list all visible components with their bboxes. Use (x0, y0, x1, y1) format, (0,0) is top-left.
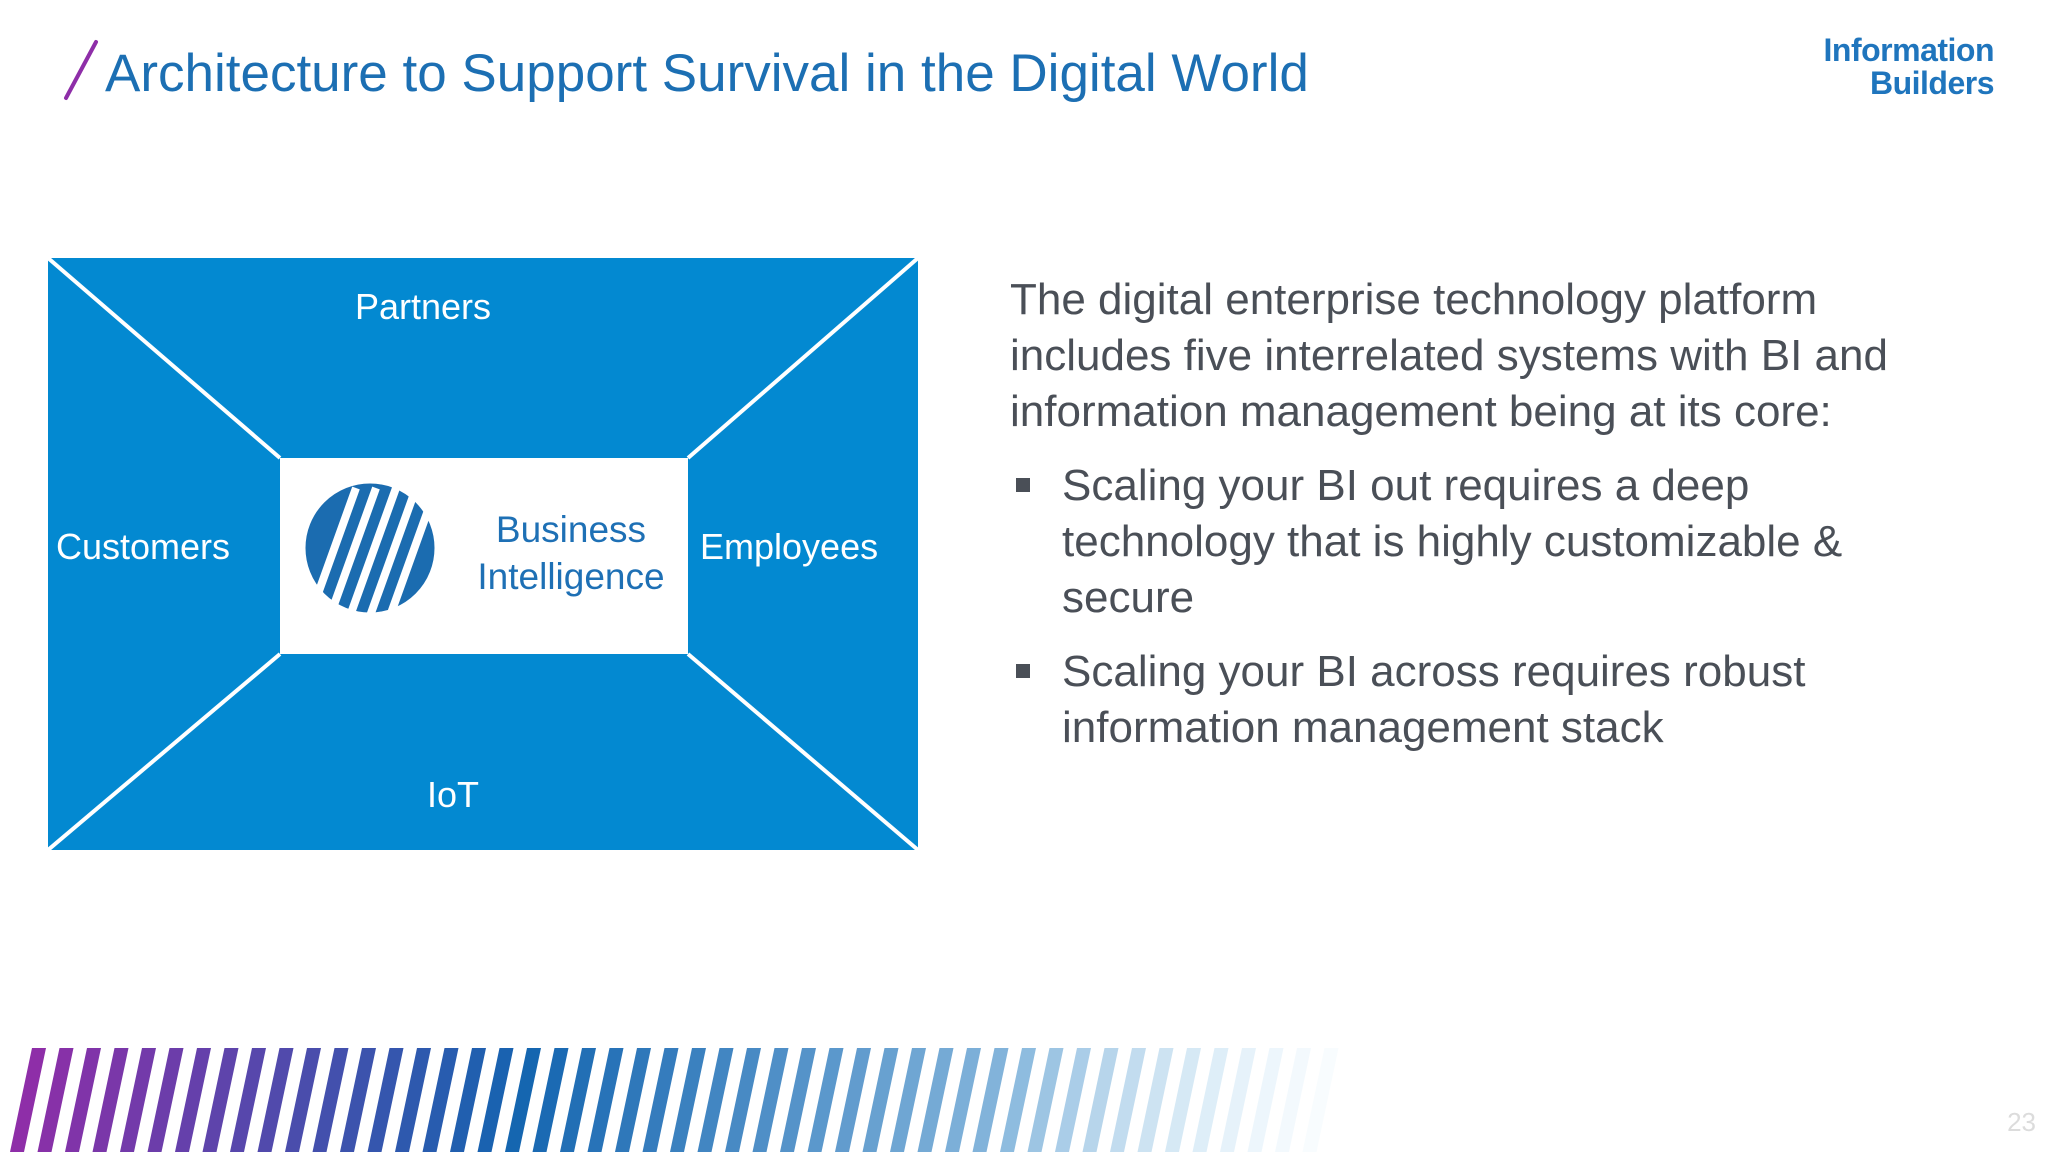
stripe (230, 1048, 266, 1152)
segment-label-employees: Employees (700, 526, 879, 567)
stripe (367, 1048, 404, 1152)
stripe (477, 1048, 514, 1152)
stripe (257, 1048, 294, 1152)
stripe (1055, 1048, 1091, 1152)
title-slash-icon (64, 40, 98, 100)
stripe (752, 1048, 789, 1152)
stripe (10, 1048, 46, 1152)
center-label-line-1: Business (495, 509, 647, 550)
bullet-list: Scaling your BI out requires a deep tech… (1010, 458, 1950, 756)
bullet-text: Scaling your BI across requires robust i… (1062, 647, 1806, 752)
stripe (120, 1048, 156, 1152)
stripe (972, 1048, 1009, 1152)
stripe (1027, 1048, 1064, 1152)
stripe (1110, 1048, 1146, 1152)
diagram-diagonal-bottom-left (48, 652, 282, 850)
stripe (505, 1048, 541, 1152)
stripe (1192, 1048, 1229, 1152)
stripe (1275, 1048, 1311, 1152)
logo-line-1: Information (1823, 32, 1995, 68)
stripe (450, 1048, 486, 1152)
stripe (1082, 1048, 1119, 1152)
stripe (1137, 1048, 1174, 1152)
stripe (780, 1048, 816, 1152)
stripe (202, 1048, 239, 1152)
stripe (697, 1048, 734, 1152)
stripe (1220, 1048, 1256, 1152)
diagram-graphic (48, 258, 918, 850)
stripe (642, 1048, 679, 1152)
slide-title: Architecture to Support Survival in the … (105, 44, 1309, 103)
diagram-diagonal-top-right (686, 258, 918, 460)
center-label: Business Intelligence (446, 506, 696, 600)
stripe (725, 1048, 761, 1152)
stripe (1000, 1048, 1036, 1152)
decorative-stripes (10, 1048, 1339, 1152)
square-bullet-icon (1016, 478, 1030, 492)
logo-line-2: Builders (1869, 65, 1995, 101)
segment-label-partners: Partners (354, 286, 492, 327)
stripe (285, 1048, 321, 1152)
stripe (175, 1048, 211, 1152)
stripe (835, 1048, 871, 1152)
stripe (807, 1048, 844, 1152)
information-builders-logo: Information Builders (1823, 32, 1995, 101)
diagram-diagonal-bottom-right (686, 652, 918, 850)
page-number: 23 (2007, 1107, 2036, 1137)
stripe (147, 1048, 184, 1152)
stripe (670, 1048, 706, 1152)
segment-label-iot: IoT (426, 774, 479, 815)
architecture-diagram: Partners Customers Employees IoT Busines… (48, 258, 918, 850)
bullet-item: Scaling your BI out requires a deep tech… (1010, 458, 1950, 626)
stripe (422, 1048, 459, 1152)
square-bullet-icon (1016, 664, 1030, 678)
stripe (917, 1048, 954, 1152)
stripe (532, 1048, 569, 1152)
stripe (560, 1048, 596, 1152)
striped-circle-icon (302, 480, 438, 616)
stripe (395, 1048, 431, 1152)
stripe (340, 1048, 376, 1152)
stripe (92, 1048, 129, 1152)
content-text: The digital enterprise technology platfo… (1010, 272, 1950, 774)
stripe (65, 1048, 101, 1152)
stripe (1165, 1048, 1201, 1152)
bullet-item: Scaling your BI across requires robust i… (1010, 644, 1950, 756)
center-label-line-2: Intelligence (477, 556, 665, 597)
diagram-diagonal-top-left (48, 258, 282, 460)
intro-paragraph: The digital enterprise technology platfo… (1010, 275, 1888, 436)
bullet-text: Scaling your BI out requires a deep tech… (1062, 461, 1843, 622)
stripe (1302, 1048, 1339, 1152)
stripe (587, 1048, 624, 1152)
stripe (615, 1048, 651, 1152)
stripe (945, 1048, 981, 1152)
stripe (37, 1048, 74, 1152)
stripe (312, 1048, 349, 1152)
stripe (890, 1048, 926, 1152)
stripe (1247, 1048, 1284, 1152)
stripe (862, 1048, 899, 1152)
segment-label-customers: Customers (56, 526, 231, 567)
